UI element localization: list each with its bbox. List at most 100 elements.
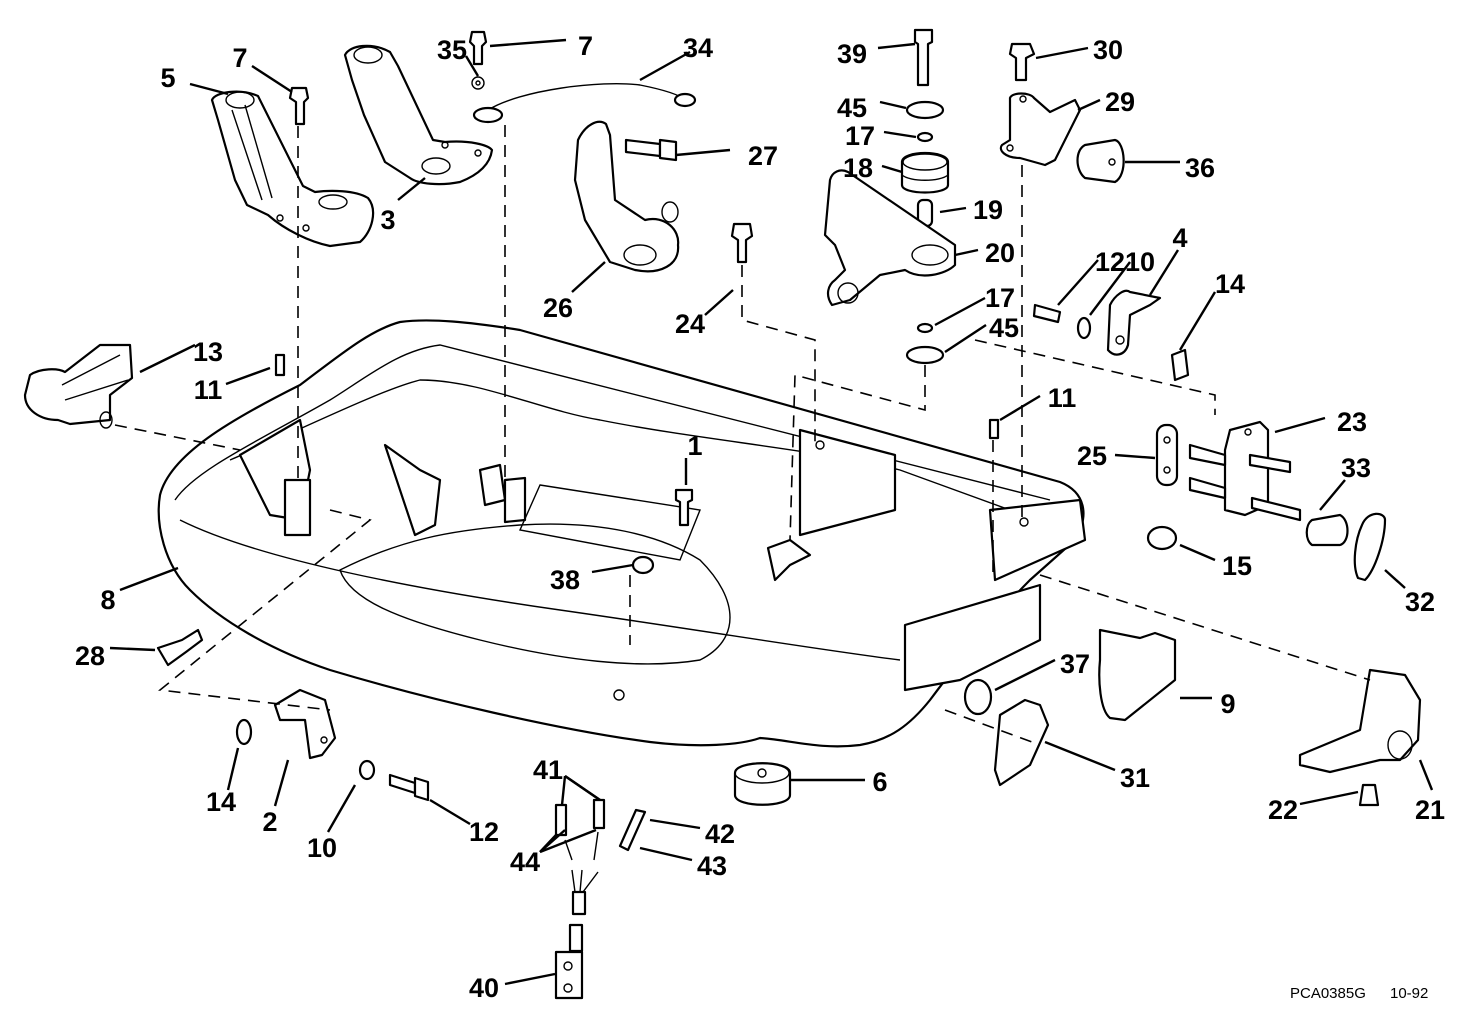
callout-37: 37 — [994, 649, 1090, 692]
lower-cover-part — [157, 319, 1087, 748]
callout-number: 35 — [437, 35, 467, 65]
callout-number: 10 — [1125, 247, 1155, 277]
callout-number: 39 — [837, 39, 867, 69]
callout-number: 15 — [1222, 551, 1252, 581]
callout-26: 26 — [543, 261, 606, 323]
callout-number: 24 — [675, 309, 705, 339]
callout-11b: 11 — [999, 383, 1077, 422]
callout-38: 38 — [550, 563, 634, 595]
callout-number: 14 — [1215, 269, 1245, 299]
callout-number: 19 — [973, 195, 1003, 225]
callout-30: 30 — [1035, 35, 1123, 65]
callout-number: 11 — [194, 375, 223, 405]
callout-number: 8 — [100, 585, 115, 615]
washer-10b-part — [358, 759, 376, 781]
handle-13-part — [23, 343, 134, 429]
callout-25: 25 — [1077, 441, 1156, 471]
callout-35: 35 — [437, 35, 480, 77]
bolt-39-part — [913, 28, 934, 87]
callout-11a: 11 — [194, 366, 271, 405]
bracket-5-part — [210, 90, 375, 248]
callout-leader-line — [994, 658, 1056, 692]
callout-leader-line — [1077, 98, 1101, 112]
callout-leader-line — [1035, 46, 1089, 60]
callout-10a: 10 — [1089, 247, 1155, 316]
callout-14b: 14 — [206, 747, 240, 817]
callout-leader-line — [119, 566, 179, 592]
callout-number: 30 — [1093, 35, 1123, 65]
callout-leader-line — [1178, 291, 1217, 351]
callout-34: 34 — [639, 33, 713, 82]
callout-31: 31 — [1044, 740, 1150, 793]
ground-strap-34-part — [472, 83, 697, 124]
callout-leader-line — [1299, 790, 1359, 806]
bracket-29-part — [999, 92, 1082, 167]
callout-42: 42 — [649, 818, 735, 849]
callout-leader-line — [539, 834, 557, 853]
callout-number: 11 — [1048, 383, 1077, 413]
callout-number: 42 — [705, 819, 735, 849]
callout-number: 44 — [510, 847, 540, 877]
callout-7b: 7 — [489, 31, 593, 61]
callout-number: 23 — [1337, 407, 1367, 437]
callout-leader-line — [1319, 479, 1346, 511]
callout-23: 23 — [1274, 407, 1367, 437]
callout-leader-line — [939, 206, 967, 214]
bracket-26-part — [573, 120, 680, 273]
bolt-1-part — [674, 488, 694, 527]
callout-leader-line — [539, 828, 597, 854]
callout-13: 13 — [139, 337, 223, 374]
callout-leader-line — [560, 775, 567, 806]
clamp-32-part — [1353, 512, 1387, 582]
callout-leader-line — [564, 775, 601, 801]
callout-leader-line — [1148, 249, 1180, 296]
callout-number: 12 — [1095, 247, 1125, 277]
callout-44: 44 — [510, 829, 566, 877]
callout-number: 43 — [697, 851, 727, 881]
callout-number: 3 — [380, 205, 395, 235]
callout-leader-line — [649, 818, 701, 830]
lever-21-part — [1298, 668, 1422, 774]
figure-revision-date: 10-92 — [1390, 985, 1428, 1002]
callout-number: 6 — [872, 767, 887, 797]
callout-number: 34 — [683, 33, 713, 63]
callout-leader-line — [1179, 543, 1216, 562]
callout-number: 38 — [550, 565, 580, 595]
washer-10a-part — [1076, 316, 1092, 340]
fitting-11a-part — [274, 353, 286, 377]
alignment-lines — [114, 125, 1371, 746]
callout-7a: 7 — [232, 43, 293, 94]
callout-leader-line — [225, 366, 271, 386]
callout-21: 21 — [1415, 759, 1445, 825]
callout-leader-line — [1114, 453, 1156, 460]
nut-17a-part — [916, 131, 934, 143]
callout-number: 36 — [1185, 153, 1215, 183]
clip-2-part — [273, 688, 337, 760]
callout-leader-line — [934, 296, 986, 327]
callout-leader-line — [1057, 259, 1099, 306]
terminal-block-40-part — [554, 923, 584, 1000]
callout-8: 8 — [100, 566, 179, 615]
bolt-12a-part — [1032, 303, 1062, 324]
callout-17b: 17 — [934, 283, 1015, 327]
callout-3: 3 — [380, 177, 426, 235]
washer-14a-part — [1170, 348, 1190, 382]
callout-leader-line — [251, 64, 293, 94]
callout-leader-line — [1089, 261, 1131, 316]
callout-number: 26 — [543, 293, 573, 323]
terminal-41-44-part — [554, 798, 606, 861]
callout-leader-line — [397, 177, 426, 201]
callout-18: 18 — [843, 153, 903, 183]
callout-number: 13 — [193, 337, 223, 367]
callout-14a: 14 — [1178, 269, 1245, 351]
callout-leader-line — [1044, 740, 1116, 772]
callout-leader-line — [504, 972, 556, 986]
callout-4: 4 — [1148, 223, 1188, 296]
callout-number: 32 — [1405, 587, 1435, 617]
figure-reference-code: PCA0385G — [1290, 985, 1366, 1002]
callout-20: 20 — [954, 238, 1015, 268]
callout-leader-line — [944, 323, 987, 354]
callout-number: 20 — [985, 238, 1015, 268]
